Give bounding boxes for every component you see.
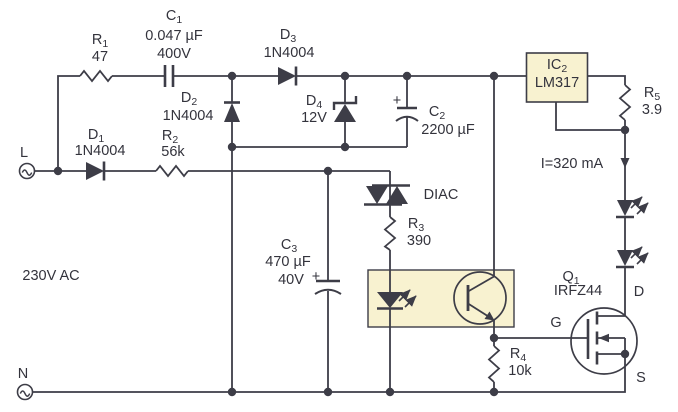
- mosfet-gate-pin-label: G: [550, 314, 562, 331]
- r4-ref-label: R4: [509, 345, 527, 364]
- current-direction-arrow: [620, 158, 630, 168]
- d2-diode-symbol: [224, 101, 240, 122]
- ic2-lm317-box: [525, 52, 589, 103]
- c3-ref-label: C3: [280, 236, 298, 255]
- r2-resistor-symbol: [155, 164, 189, 178]
- live-terminal-label: L: [19, 144, 29, 161]
- r5-resistor-symbol: [618, 84, 632, 121]
- q1-mosfet-symbol: [570, 307, 638, 375]
- ic2-ref-label: IC2: [546, 56, 568, 75]
- r3-ref-label: R3: [407, 215, 425, 234]
- d4-value-label: 12V: [301, 109, 327, 126]
- current-note-label: I=320 mA: [540, 155, 604, 172]
- junction-dots: [53, 71, 630, 397]
- r4-resistor-symbol: [487, 345, 501, 383]
- r2-value-label: 56k: [161, 143, 185, 160]
- d2-value-label: 1N4004: [162, 107, 214, 124]
- diac-label: DIAC: [423, 186, 459, 203]
- r3-value-label: 390: [406, 232, 432, 249]
- mosfet-drain-pin-label: D: [633, 283, 645, 300]
- opto-phototransistor-symbol: [453, 271, 507, 325]
- r5-value-label: 3.9: [641, 101, 663, 118]
- neutral-terminal-label: N: [17, 365, 29, 382]
- mosfet-source-pin-label: S: [636, 369, 646, 386]
- c2-ref-label: C2: [428, 103, 446, 122]
- c3-value-label: 470 µF: [265, 253, 311, 270]
- r1-resistor-symbol: [79, 69, 113, 83]
- q1-value-label: IRFZ44: [553, 282, 603, 299]
- d4-ref-label: D4: [305, 92, 323, 111]
- c1-value-label: 0.047 µF: [145, 27, 203, 44]
- d2-ref-label: D2: [180, 89, 198, 108]
- q1-ref-label: Q1: [562, 268, 580, 287]
- mains-voltage-label: 230V AC: [22, 267, 80, 284]
- d1-value-label: 1N4004: [74, 142, 126, 159]
- c2-polarity-label: +: [392, 92, 402, 109]
- r2-ref-label: R2: [161, 127, 179, 146]
- c2-value-label: 2200 µF: [421, 121, 475, 138]
- d3-value-label: 1N4004: [263, 44, 315, 61]
- c2-capacitor-symbol: [395, 106, 419, 122]
- r1-ref-label: R1: [91, 31, 109, 50]
- d3-diode-symbol: [278, 66, 298, 86]
- led2-symbol: [616, 246, 649, 269]
- c3-polarity-label: +: [311, 268, 321, 285]
- neutral-terminal: [16, 383, 34, 401]
- d4-zener-diode-symbol: [332, 96, 358, 122]
- c3-capacitor-symbol: [314, 279, 342, 295]
- r5-ref-label: R5: [643, 84, 661, 103]
- c1-voltage-label: 400V: [157, 45, 191, 62]
- c3-voltage-label: 40V: [278, 271, 304, 288]
- r3-resistor-symbol: [383, 216, 397, 251]
- r4-value-label: 10k: [508, 362, 532, 379]
- ic2-value-label: LM317: [534, 74, 580, 91]
- wires: [32, 75, 626, 393]
- diac-symbol: [364, 184, 410, 206]
- opto-led-symbol: [377, 289, 417, 310]
- c1-capacitor-symbol: [163, 65, 175, 87]
- r1-value-label: 47: [91, 48, 109, 65]
- c1-ref-label: C1: [165, 7, 183, 26]
- led1-symbol: [616, 196, 649, 219]
- d1-diode-symbol: [86, 161, 106, 181]
- live-terminal: [18, 162, 36, 180]
- d1-ref-label: D1: [87, 126, 105, 145]
- d3-ref-label: D3: [279, 26, 297, 45]
